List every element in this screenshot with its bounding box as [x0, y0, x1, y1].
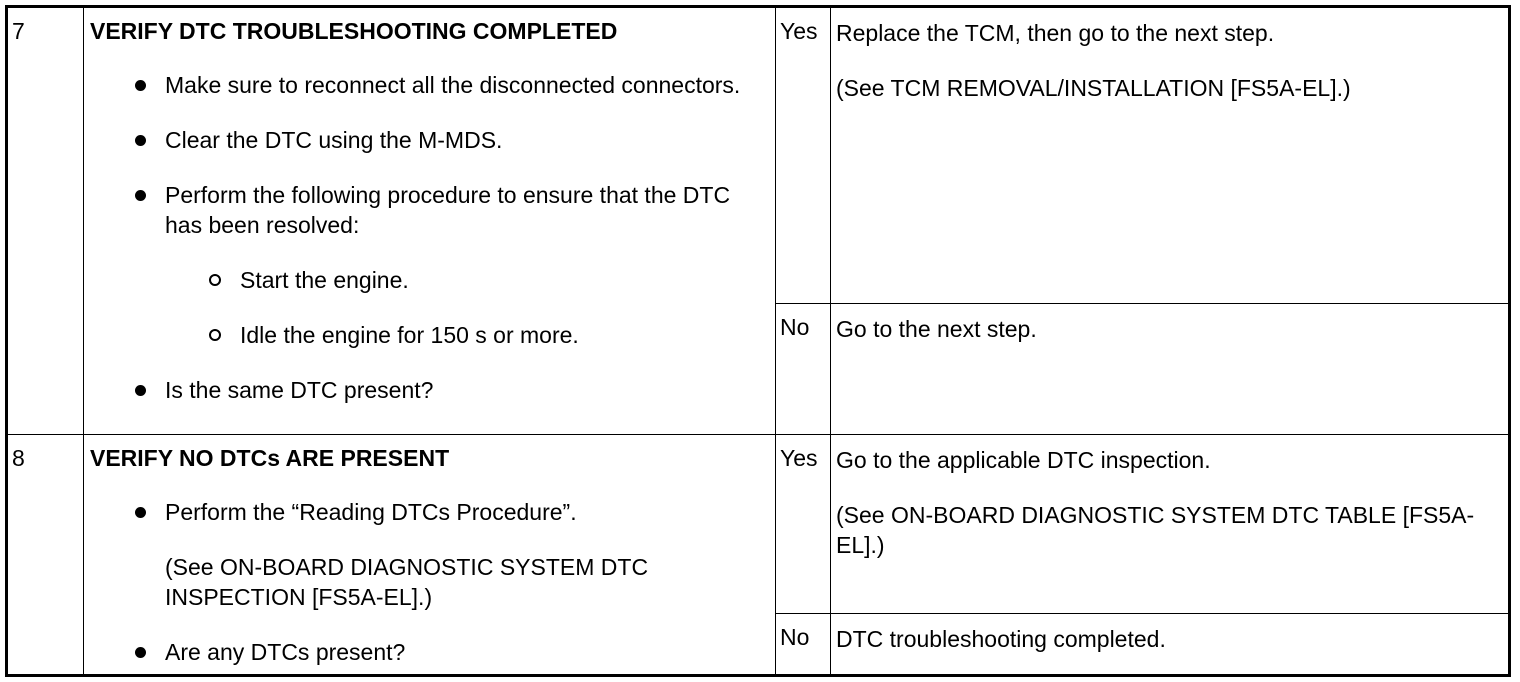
no-result: Go to the next step. — [830, 302, 1510, 435]
no-result: DTC troubleshooting completed. — [830, 612, 1510, 677]
step-8-no-row: No DTC troubleshooting completed. — [7, 612, 1510, 677]
question-item: Are any DTCs present? — [90, 637, 769, 667]
list-item: Perform the “Reading DTCs Procedure”. — [90, 497, 769, 527]
result-text: DTC troubleshooting completed. — [836, 625, 1166, 652]
action-list: Make sure to reconnect all the disconnec… — [90, 70, 769, 240]
action-list: Perform the “Reading DTCs Procedure”. — [90, 497, 769, 527]
yes-result: Go to the applicable DTC inspection. (Se… — [830, 433, 1510, 614]
step-number: 7 — [6, 6, 84, 435]
sub-list-item: Start the engine. — [165, 265, 769, 295]
list-item: Perform the following procedure to ensur… — [90, 180, 769, 240]
yes-label: Yes — [775, 433, 831, 614]
question-list: Is the same DTC present? — [90, 375, 769, 405]
list-item: Clear the DTC using the M-MDS. — [90, 125, 769, 155]
question-item: Is the same DTC present? — [90, 375, 769, 405]
step-action: VERIFY DTC TROUBLESHOOTING COMPLETED Mak… — [83, 6, 776, 435]
step-number: 8 — [6, 433, 84, 677]
step-7-yes-row: 7 VERIFY DTC TROUBLESHOOTING COMPLETED M… — [6, 6, 1510, 435]
list-item: Make sure to reconnect all the disconnec… — [90, 70, 769, 100]
step-action: VERIFY NO DTCs ARE PRESENT Perform the “… — [83, 433, 776, 677]
step-7-no-row: No Go to the next step. — [7, 302, 1510, 435]
result-text: Go to the next step. — [836, 315, 1037, 342]
sub-list-item: Idle the engine for 150 s or more. — [165, 320, 769, 350]
step-8-yes-row: 8 VERIFY NO DTCs ARE PRESENT Perform the… — [6, 433, 1510, 677]
result-text: Replace the TCM, then go to the next ste… — [836, 20, 1275, 46]
yes-result: Replace the TCM, then go to the next ste… — [830, 6, 1510, 304]
no-label: No — [775, 612, 831, 677]
sub-action-list: Start the engine. Idle the engine for 15… — [90, 265, 769, 350]
action-reference: (See ON-BOARD DIAGNOSTIC SYSTEM DTC INSP… — [165, 553, 649, 610]
result-text: Go to the applicable DTC inspection. — [836, 446, 1211, 473]
step-heading: VERIFY DTC TROUBLESHOOTING COMPLETED — [90, 18, 618, 44]
step-heading: VERIFY NO DTCs ARE PRESENT — [90, 444, 450, 471]
no-label: No — [775, 302, 831, 435]
result-reference: (See ON-BOARD DIAGNOSTIC SYSTEM DTC TABL… — [836, 501, 1475, 558]
question-list: Are any DTCs present? — [90, 637, 769, 667]
yes-label: Yes — [775, 6, 831, 304]
result-reference: (See TCM REMOVAL/INSTALLATION [FS5A-EL].… — [836, 75, 1351, 101]
troubleshooting-table: 7 VERIFY DTC TROUBLESHOOTING COMPLETED M… — [5, 5, 1511, 677]
